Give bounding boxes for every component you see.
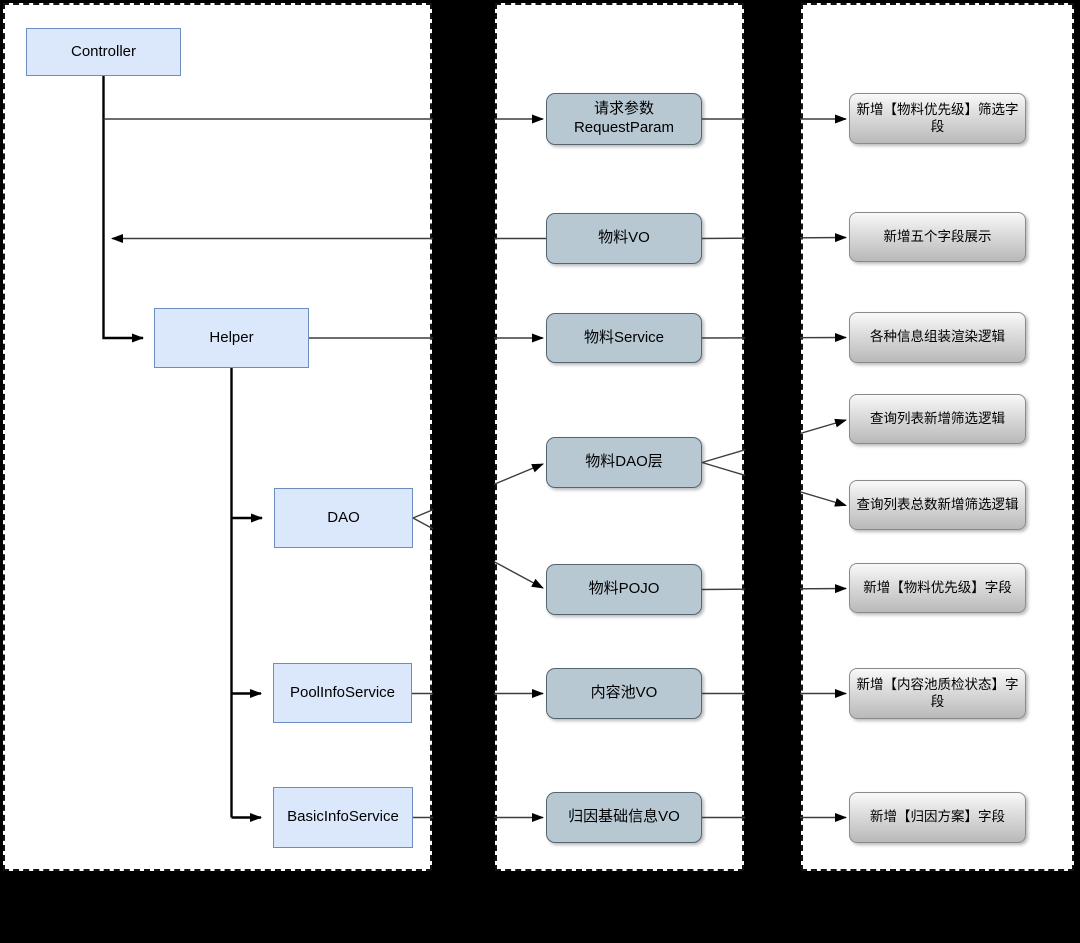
node-attribution-basic-info-vo[interactable]: 归因基础信息VO [546, 792, 702, 843]
node-controller[interactable]: Controller [26, 28, 181, 76]
node-dao[interactable]: DAO [274, 488, 413, 548]
node-add-five-fields-display-label: 新增五个字段展示 [883, 228, 992, 244]
node-query-list-count-filter-logic[interactable]: 查询列表总数新增筛选逻辑 [849, 480, 1026, 530]
node-query-list-count-filter-logic-label: 查询列表总数新增筛选逻辑 [856, 496, 1019, 512]
node-material-vo[interactable]: 物料VO [546, 213, 702, 264]
node-query-list-filter-logic[interactable]: 查询列表新增筛选逻辑 [849, 394, 1026, 444]
node-add-five-fields-display[interactable]: 新增五个字段展示 [849, 212, 1026, 262]
node-material-pojo-label: 物料POJO [588, 580, 660, 598]
node-info-assembly-render-logic-label: 各种信息组装渲染逻辑 [870, 329, 1005, 345]
node-material-dao-layer-label: 物料DAO层 [585, 453, 663, 471]
node-poolinfoservice[interactable]: PoolInfoService [273, 663, 412, 723]
node-request-param-line2: RequestParam [573, 119, 675, 136]
node-add-attribution-plan-field-label: 新增【归因方案】字段 [870, 809, 1005, 825]
node-request-param-line1: 请求参数 [593, 100, 654, 118]
node-helper[interactable]: Helper [154, 308, 309, 368]
node-controller-label: Controller [70, 42, 137, 60]
node-add-priority-filter-field-label: 新增【物料优先级】筛选字段 [856, 101, 1019, 134]
node-helper-label: Helper [209, 328, 254, 346]
node-attribution-basic-info-vo-label: 归因基础信息VO [568, 808, 680, 826]
node-content-pool-vo-label: 内容池VO [590, 684, 658, 702]
node-basicinfoservice-label: BasicInfoService [287, 808, 399, 826]
node-request-param[interactable]: 请求参数 RequestParam [546, 93, 702, 145]
node-dao-label: DAO [327, 508, 360, 526]
node-basicinfoservice[interactable]: BasicInfoService [273, 787, 413, 848]
node-add-attribution-plan-field[interactable]: 新增【归因方案】字段 [849, 792, 1026, 843]
node-material-service[interactable]: 物料Service [546, 313, 702, 363]
node-query-list-filter-logic-label: 查询列表新增筛选逻辑 [870, 410, 1005, 426]
node-add-pool-qc-status-field[interactable]: 新增【内容池质检状态】字段 [849, 668, 1026, 719]
node-add-pool-qc-status-field-label: 新增【内容池质检状态】字段 [856, 676, 1019, 709]
node-material-service-label: 物料Service [583, 328, 665, 346]
node-material-dao-layer[interactable]: 物料DAO层 [546, 437, 702, 488]
node-add-priority-field[interactable]: 新增【物料优先级】字段 [849, 563, 1026, 613]
node-add-priority-filter-field[interactable]: 新增【物料优先级】筛选字段 [849, 93, 1026, 144]
node-material-pojo[interactable]: 物料POJO [546, 564, 702, 615]
node-info-assembly-render-logic[interactable]: 各种信息组装渲染逻辑 [849, 312, 1026, 363]
node-poolinfoservice-label: PoolInfoService [289, 683, 396, 701]
node-content-pool-vo[interactable]: 内容池VO [546, 668, 702, 719]
node-material-vo-label: 物料VO [598, 229, 650, 247]
panel-left [3, 3, 432, 871]
node-add-priority-field-label: 新增【物料优先级】字段 [863, 579, 1012, 595]
